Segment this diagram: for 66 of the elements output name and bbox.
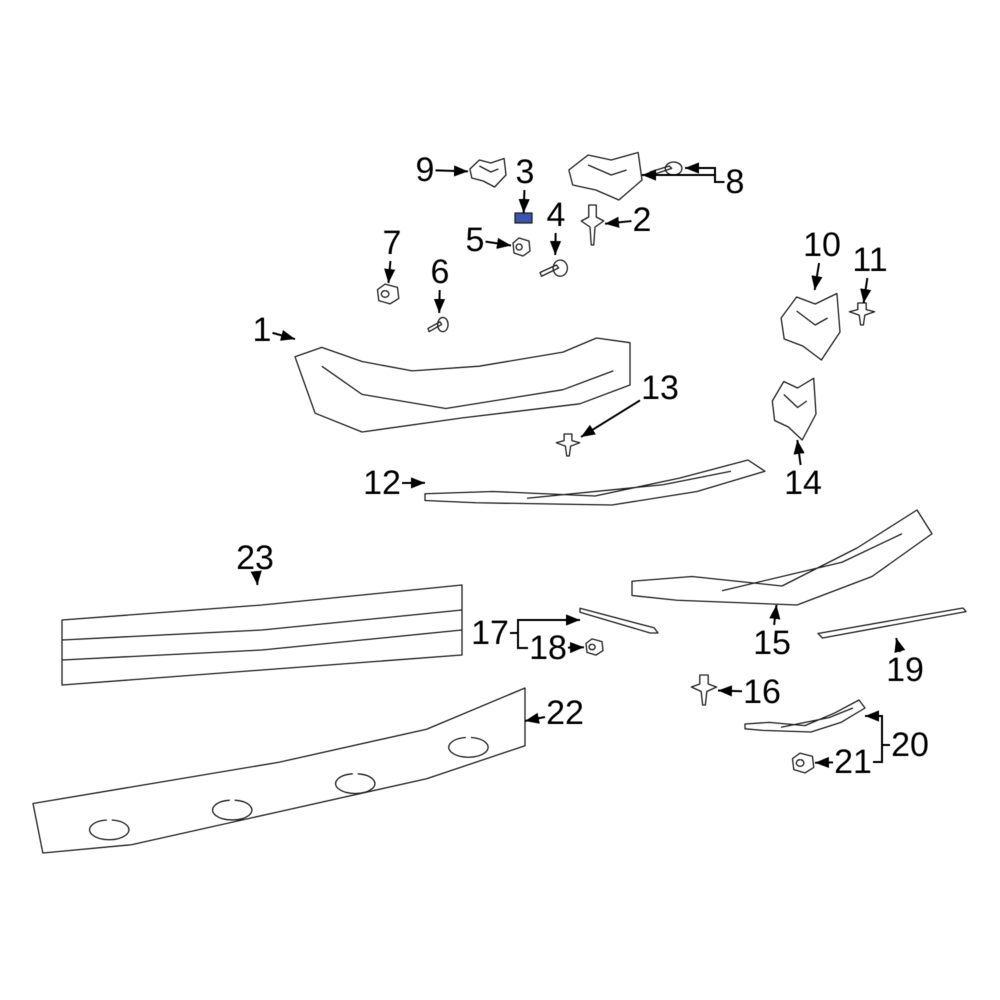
callout-number: 23 <box>235 540 275 576</box>
callout-number: 17 <box>470 615 510 651</box>
leader-line <box>894 638 906 653</box>
clip-drawing <box>555 434 581 456</box>
leader-line <box>873 744 890 763</box>
valance-drawing <box>632 510 932 605</box>
leader-line <box>434 290 446 314</box>
leader-line <box>402 477 425 489</box>
molding-strip-drawing <box>818 608 966 638</box>
callout-number: 21 <box>833 744 873 780</box>
leader-line <box>604 216 632 228</box>
leader-line <box>580 400 641 438</box>
leader-line <box>642 169 724 183</box>
nut-drawing <box>511 237 531 257</box>
leader-line <box>550 232 562 256</box>
callout-number: 9 <box>414 152 436 188</box>
leader-line <box>518 190 530 214</box>
nut-drawing <box>790 752 815 774</box>
leader-line <box>250 570 262 586</box>
callout-number: 15 <box>752 625 792 661</box>
leader-line <box>860 278 872 304</box>
callout-number: 12 <box>362 465 402 501</box>
callout-number: 3 <box>514 154 536 190</box>
leader-line <box>524 712 546 724</box>
leader-line <box>485 238 512 249</box>
lower-cover-drawing <box>425 460 765 505</box>
callout-number: 10 <box>802 227 842 263</box>
callout-number: 11 <box>850 242 890 278</box>
push-clip-drawing <box>580 205 605 245</box>
callout-number: 2 <box>632 202 652 238</box>
leader-line <box>568 642 584 654</box>
callout-number: 14 <box>783 465 823 501</box>
callout-number: 8 <box>724 164 746 200</box>
callout-number: 22 <box>545 695 585 731</box>
rod-drawing <box>580 607 658 633</box>
leader-line <box>272 330 296 341</box>
bumper-cover-drawing <box>295 338 630 432</box>
callout-number: 20 <box>890 727 930 763</box>
leader-line <box>769 604 780 626</box>
bracket-drawing <box>778 290 840 360</box>
leader-line <box>718 685 742 697</box>
callout-number: 6 <box>430 254 450 290</box>
callout-number: 18 <box>528 630 568 666</box>
bracket-drawing <box>468 157 506 187</box>
lamp-bracket-drawing <box>770 375 816 440</box>
callout-number: 16 <box>742 674 782 710</box>
reinforcement-beam-drawing <box>62 585 462 685</box>
leader-line <box>794 440 805 466</box>
callout-number: 19 <box>885 652 925 688</box>
energy-absorber-drawing <box>33 688 525 853</box>
callout-number: 13 <box>640 370 680 406</box>
leader-line <box>510 632 528 649</box>
callout-number: 4 <box>546 197 566 233</box>
callout-number: 7 <box>382 225 402 261</box>
nut-drawing <box>375 283 400 305</box>
bracket-drawing <box>565 150 642 200</box>
leader-line <box>811 262 822 290</box>
pad-drawing <box>515 213 532 223</box>
callout-number: 1 <box>252 312 272 348</box>
clip-drawing <box>848 303 876 325</box>
leader-line <box>384 260 396 284</box>
leader-line <box>435 165 468 177</box>
push-clip-drawing <box>690 675 718 705</box>
leader-line <box>814 756 834 768</box>
callout-number: 5 <box>464 222 486 258</box>
nut-drawing <box>584 638 604 656</box>
